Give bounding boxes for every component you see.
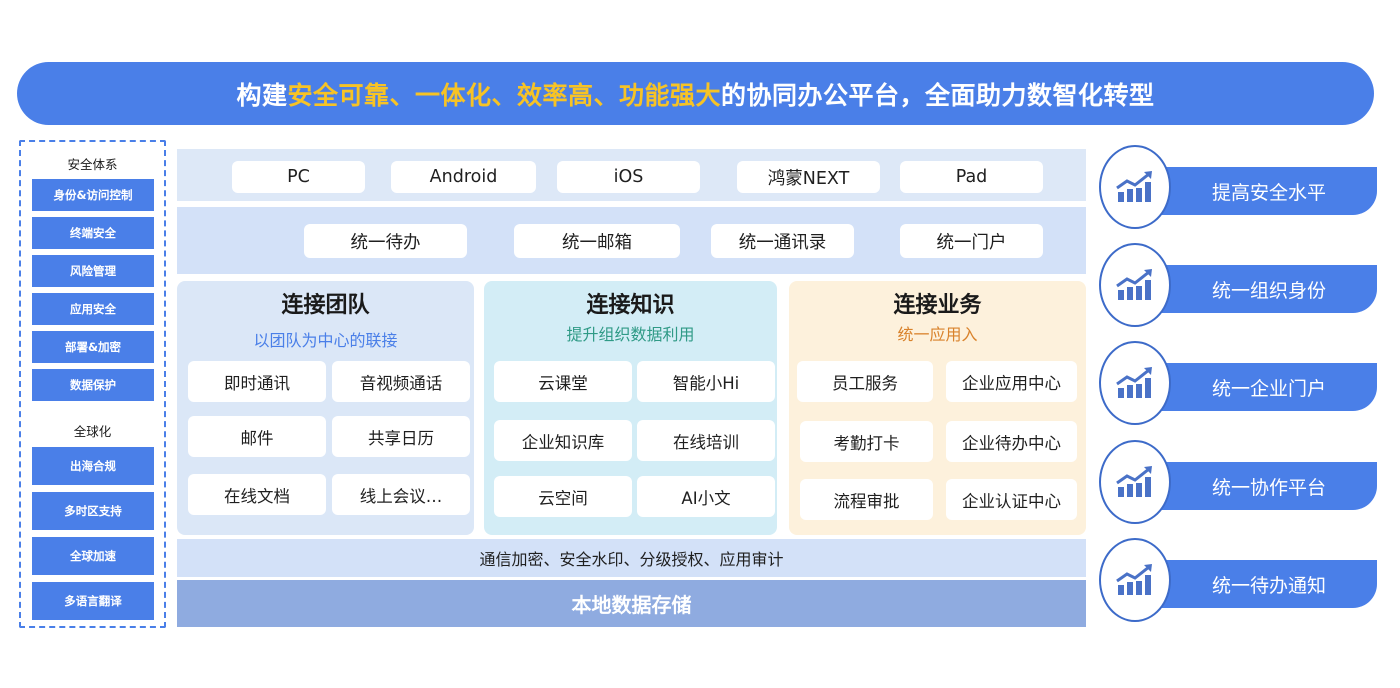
feature-employee-service: 员工服务: [797, 361, 933, 402]
unified-mailbox: 统一邮箱: [514, 224, 680, 258]
benefit-badge: [1099, 440, 1171, 524]
unified-services-layer: 统一待办 统一邮箱 统一通讯录 统一门户: [177, 207, 1086, 274]
benefit-badge: [1099, 243, 1171, 327]
connect-knowledge-card: 连接知识 提升组织数据利用 云课堂 智能小Hi 企业知识库 在线培训 云空间 A…: [484, 281, 777, 535]
feature-online-training: 在线培训: [637, 420, 775, 461]
feature-attendance: 考勤打卡: [800, 421, 933, 462]
global-item-acceleration: 全球加速: [32, 537, 154, 575]
feature-mail: 邮件: [188, 416, 326, 457]
feature-approval: 流程审批: [800, 479, 933, 520]
benefit-item: 统一组织身份: [1099, 243, 1377, 327]
card-title: 连接团队: [281, 293, 370, 318]
feature-auth-center: 企业认证中心: [946, 479, 1077, 520]
feature-cloud-class: 云课堂: [494, 361, 632, 402]
feature-smart-hi: 智能小Hi: [637, 361, 775, 402]
growth-chart-icon: [1116, 269, 1152, 300]
platforms-layer: PC Android iOS 鸿蒙NEXT Pad: [177, 149, 1086, 201]
feature-av-call: 音视频通话: [332, 361, 470, 402]
security-item-app: 应用安全: [32, 293, 154, 325]
unified-contacts: 统一通讯录: [711, 224, 854, 258]
unified-todo: 统一待办: [304, 224, 467, 258]
growth-chart-icon: [1116, 367, 1152, 398]
headline-banner: 构建安全可靠、一体化、效率高、功能强大的协同办公平台，全面助力数智化转型: [17, 62, 1374, 125]
globalization-heading: 全球化: [73, 424, 112, 439]
local-storage-layer: 本地数据存储: [177, 580, 1086, 627]
benefit-label: 提高安全水平: [1159, 167, 1377, 215]
card-title: 连接知识: [586, 293, 675, 318]
platform-harmony-next: 鸿蒙NEXT: [737, 161, 880, 193]
platform-pc: PC: [232, 161, 365, 193]
growth-chart-icon: [1116, 564, 1152, 595]
headline-segment-1: 构建: [236, 80, 288, 110]
growth-chart-icon: [1116, 171, 1152, 202]
benefit-badge: [1099, 341, 1171, 425]
platform-pad: Pad: [900, 161, 1043, 193]
feature-cloud-space: 云空间: [494, 476, 632, 517]
security-item-endpoint: 终端安全: [32, 217, 154, 249]
benefit-label: 统一协作平台: [1159, 462, 1377, 510]
card-subtitle: 统一应用入: [897, 325, 978, 344]
security-item-risk: 风险管理: [32, 255, 154, 287]
security-measures-layer: 通信加密、安全水印、分级授权、应用审计: [177, 539, 1086, 577]
benefit-item: 提高安全水平: [1099, 145, 1377, 229]
benefit-badge: [1099, 145, 1171, 229]
benefit-label: 统一组织身份: [1159, 265, 1377, 313]
security-item-identity-access: 身份&访问控制: [32, 179, 154, 211]
connect-business-card: 连接业务 统一应用入 员工服务 企业应用中心 考勤打卡 企业待办中心 流程审批 …: [789, 281, 1086, 535]
feature-shared-calendar: 共享日历: [332, 416, 470, 457]
headline-text: 构建安全可靠、一体化、效率高、功能强大的协同办公平台，全面助力数智化转型: [236, 76, 1154, 112]
benefit-badge: [1099, 538, 1171, 622]
growth-chart-icon: [1116, 466, 1152, 497]
feature-online-meeting: 线上会议…: [332, 474, 470, 515]
headline-highlight: 安全可靠、一体化、效率高、功能强大: [287, 80, 721, 110]
feature-ai-xiaowen: AI小文: [637, 476, 775, 517]
capabilities-panel: 安全体系 身份&访问控制 终端安全 风险管理 应用安全 部署&加密 数据保护 全…: [19, 140, 166, 628]
security-system-heading: 安全体系: [67, 157, 118, 172]
benefit-item: 统一待办通知: [1099, 538, 1377, 622]
card-subtitle: 以团队为中心的联接: [253, 331, 398, 350]
feature-im: 即时通讯: [188, 361, 326, 402]
global-item-translation: 多语言翻译: [32, 582, 154, 620]
benefit-label: 统一待办通知: [1159, 560, 1377, 608]
platform-android: Android: [391, 161, 536, 193]
security-item-deploy-encrypt: 部署&加密: [32, 331, 154, 363]
benefit-item: 统一协作平台: [1099, 440, 1377, 524]
benefit-label: 统一企业门户: [1159, 363, 1377, 411]
headline-segment-3: 的协同办公平台，全面助力数智化转型: [721, 80, 1155, 110]
card-title: 连接业务: [893, 293, 982, 318]
connect-team-card: 连接团队 以团队为中心的联接 即时通讯 音视频通话 邮件 共享日历 在线文档 线…: [177, 281, 474, 535]
platform-ios: iOS: [557, 161, 700, 193]
feature-app-center: 企业应用中心: [946, 361, 1077, 402]
benefit-item: 统一企业门户: [1099, 341, 1377, 425]
global-item-compliance: 出海合规: [32, 447, 154, 485]
security-item-data-protection: 数据保护: [32, 369, 154, 401]
card-subtitle: 提升组织数据利用: [566, 325, 695, 344]
feature-online-docs: 在线文档: [188, 474, 326, 515]
global-item-timezone: 多时区支持: [32, 492, 154, 530]
feature-knowledge-base: 企业知识库: [494, 420, 632, 461]
feature-todo-center: 企业待办中心: [946, 421, 1077, 462]
unified-portal: 统一门户: [900, 224, 1043, 258]
